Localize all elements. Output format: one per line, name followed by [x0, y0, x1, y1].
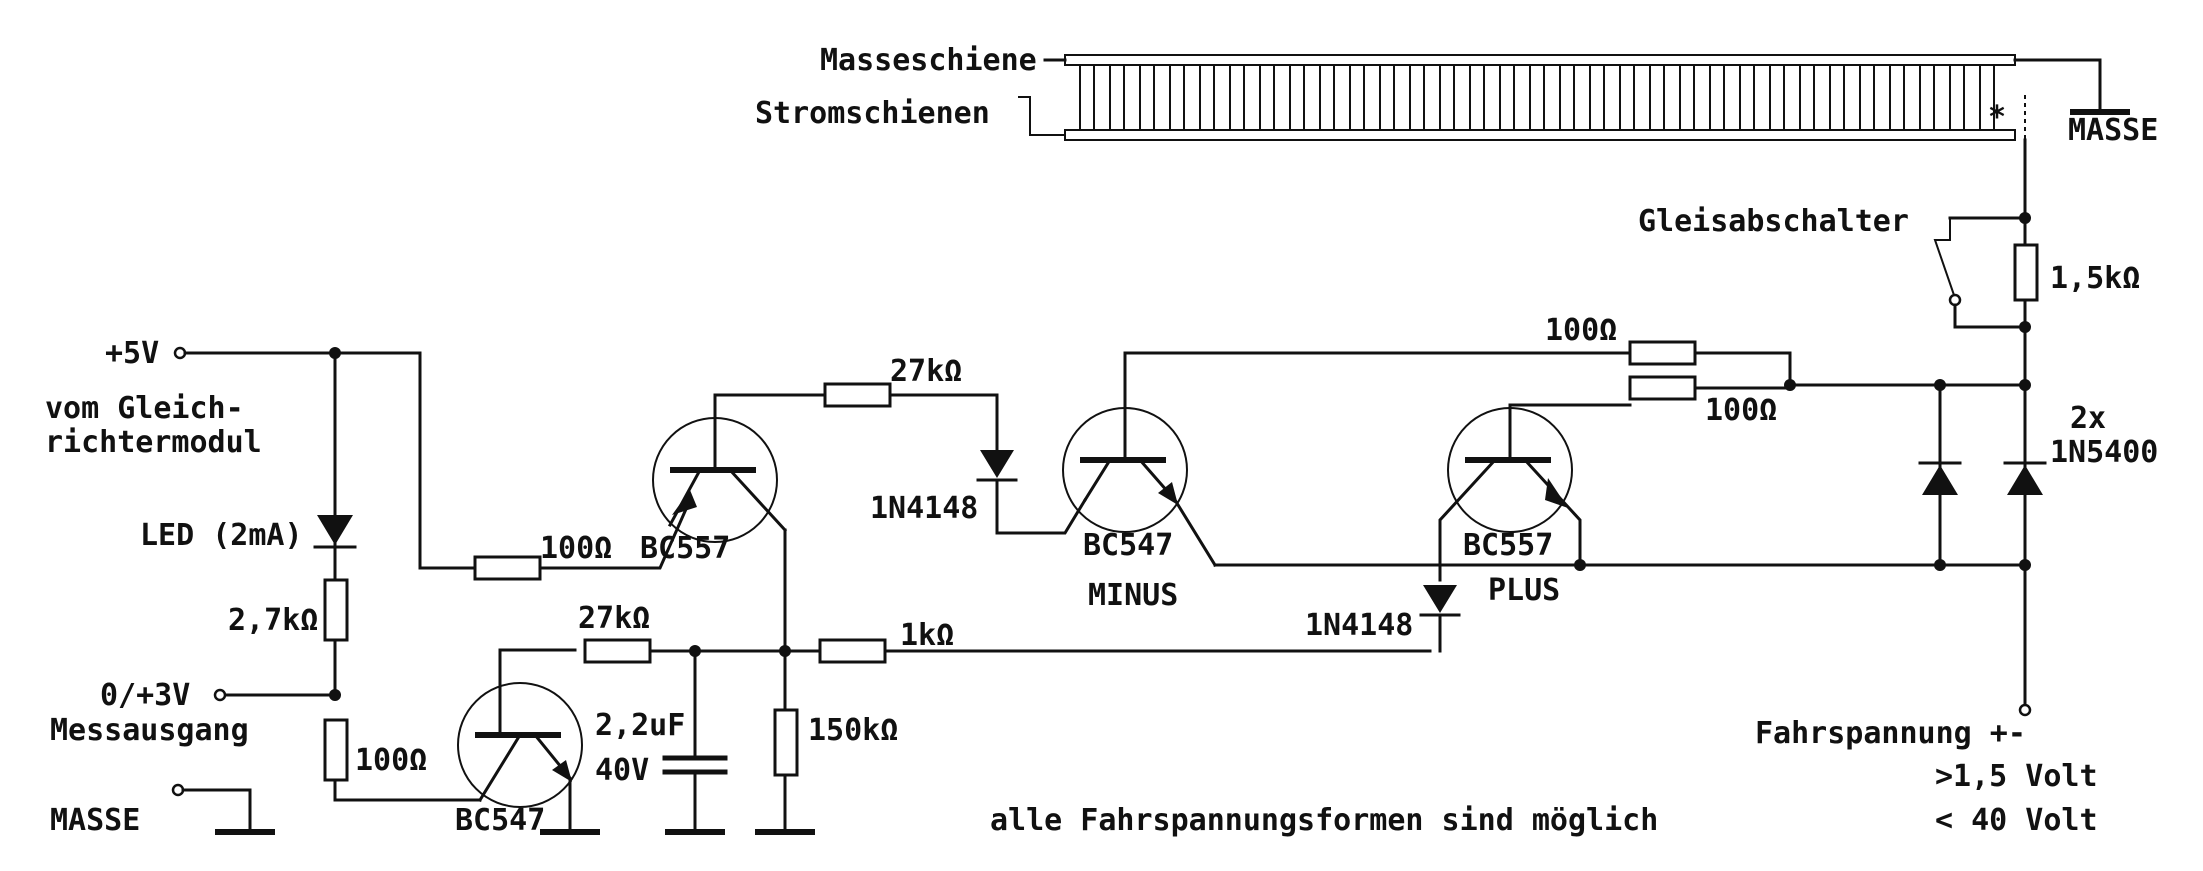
r-100-c-label: 100Ω: [540, 531, 612, 566]
diode-1n4148-b: [1423, 585, 1457, 613]
diode-count-label: 2x: [2070, 401, 2106, 436]
resistor-2k7: [323, 578, 349, 642]
track-tie: [1499, 64, 1515, 131]
track: Masseschiene Stromschienen * MASSE: [755, 43, 2158, 148]
range-max-label: < 40 Volt: [1935, 803, 2098, 838]
r-1k5-label: 1,5kΩ: [2050, 261, 2140, 296]
fahrspannung-terminal: [2018, 703, 2032, 717]
track-tie: [1769, 64, 1785, 131]
track-tie: [1319, 64, 1335, 131]
track-tie: [1889, 64, 1905, 131]
minus-label: MINUS: [1088, 578, 1178, 613]
track-rail-bottom: [1064, 129, 2016, 141]
messausgang-label: Messausgang: [50, 713, 249, 748]
resistor-27k-low: [583, 638, 652, 664]
track-ties: [1079, 64, 1995, 131]
gleisabschalter-label: Gleisabschalter: [1638, 204, 1909, 239]
t-bc557-left-label: BC557: [640, 531, 730, 566]
d-1n5400-label: 1N5400: [2050, 435, 2158, 470]
track-tie: [1949, 64, 1965, 131]
track-tie: [1229, 64, 1245, 131]
track-tie: [1109, 64, 1125, 131]
track-tie: [1349, 64, 1365, 131]
track-tie: [1559, 64, 1575, 131]
r-100-top-label: 100Ω: [1545, 313, 1617, 348]
resistor-100-top2: [1628, 375, 1697, 401]
fahrspannung-label: Fahrspannung +-: [1755, 716, 2026, 751]
masse-left-label: MASSE: [50, 803, 140, 838]
resistor-1k5: [2013, 243, 2039, 302]
r-27k-top-label: 27kΩ: [890, 354, 962, 389]
t-bc547-mid-label: BC547: [1083, 528, 1173, 563]
track-rail-top: [1064, 54, 2016, 66]
t-bc547-low-label: BC547: [455, 803, 545, 838]
lower-stage: BC547 27kΩ 2,2uF 40V 150kΩ: [455, 528, 898, 838]
resistor-1k: [818, 638, 887, 664]
track-tie: [1409, 64, 1425, 131]
richtermodul-label: richtermodul: [45, 425, 262, 460]
led-diode: [317, 515, 353, 545]
resistor-100-top: [1628, 340, 1697, 366]
bc547-minus-stage: BC547 MINUS 100Ω: [1062, 313, 1792, 613]
t-bc557-right-label: BC557: [1463, 528, 1553, 563]
footer-note: alle Fahrspannungsformen sind möglich: [990, 803, 1658, 838]
r-150k-label: 150kΩ: [808, 713, 898, 748]
diode-1n5400-a: [1922, 465, 1958, 495]
r-100-a-label: 100Ω: [355, 743, 427, 778]
track-tie: [1199, 64, 1215, 131]
track-tie: [1169, 64, 1185, 131]
plus-label: PLUS: [1488, 573, 1560, 608]
track-tie: [1289, 64, 1305, 131]
bc557-left-stage: 100Ω BC557 27kΩ 1N4148 1kΩ: [473, 354, 1432, 664]
r-1k-label: 1kΩ: [900, 618, 954, 653]
track-tie: [1079, 64, 1095, 131]
cap-value-label: 2,2uF: [595, 708, 685, 743]
vom-gleich-label: vom Gleich-: [45, 391, 244, 426]
r-100-top2-label: 100Ω: [1705, 393, 1777, 428]
track-tie: [1649, 64, 1665, 131]
messausgang-terminal: [213, 688, 227, 702]
track-tie: [1739, 64, 1755, 131]
resistor-27k-top: [823, 382, 892, 408]
track-tie: [1259, 64, 1275, 131]
resistor-100-a: [323, 718, 349, 782]
diode-1n5400-b: [2007, 465, 2043, 495]
track-feed-section: Gleisabschalter 1,5kΩ 2x 1N5400 Fahrspan…: [1213, 138, 2158, 838]
messausgang-v-label: 0/+3V: [100, 678, 190, 713]
range-min-label: >1,5 Volt: [1935, 759, 2098, 794]
led-label: LED (2mA): [140, 518, 303, 553]
stromschienen-label: Stromschienen: [755, 96, 990, 131]
track-tie: [1619, 64, 1635, 131]
masseschiene-label: Masseschiene: [820, 43, 1037, 78]
track-tie: [1799, 64, 1815, 131]
track-tie: [1139, 64, 1155, 131]
asterisk-label: *: [1988, 100, 2006, 135]
resistor-150k: [773, 708, 799, 777]
track-tie: [1709, 64, 1725, 131]
track-tie: [1529, 64, 1545, 131]
track-tie: [1979, 64, 1995, 131]
cap-volt-label: 40V: [595, 753, 649, 788]
track-tie: [1919, 64, 1935, 131]
masse-top-label: MASSE: [2068, 113, 2158, 148]
track-tie: [1829, 64, 1845, 131]
track-tie: [1679, 64, 1695, 131]
r-27k-low-label: 27kΩ: [578, 601, 650, 636]
d-1n4148-b-label: 1N4148: [1305, 608, 1413, 643]
track-tie: [1439, 64, 1455, 131]
d-1n4148-a-label: 1N4148: [870, 491, 978, 526]
r-2k7-label: 2,7kΩ: [228, 603, 318, 638]
diode-1n4148-a: [980, 450, 1014, 478]
resistor-100-c: [473, 555, 542, 581]
supply-section: +5V vom Gleich- richtermodul LED (2mA) 2…: [45, 336, 482, 838]
transistor-bc547-low: [457, 682, 583, 808]
plus5v-label: +5V: [105, 336, 159, 371]
track-tie: [1379, 64, 1395, 131]
bc557-plus-stage: 100Ω BC557 PLUS 1N4148: [1305, 375, 1796, 653]
track-tie: [1469, 64, 1485, 131]
track-tie: [1859, 64, 1875, 131]
track-tie: [1589, 64, 1605, 131]
